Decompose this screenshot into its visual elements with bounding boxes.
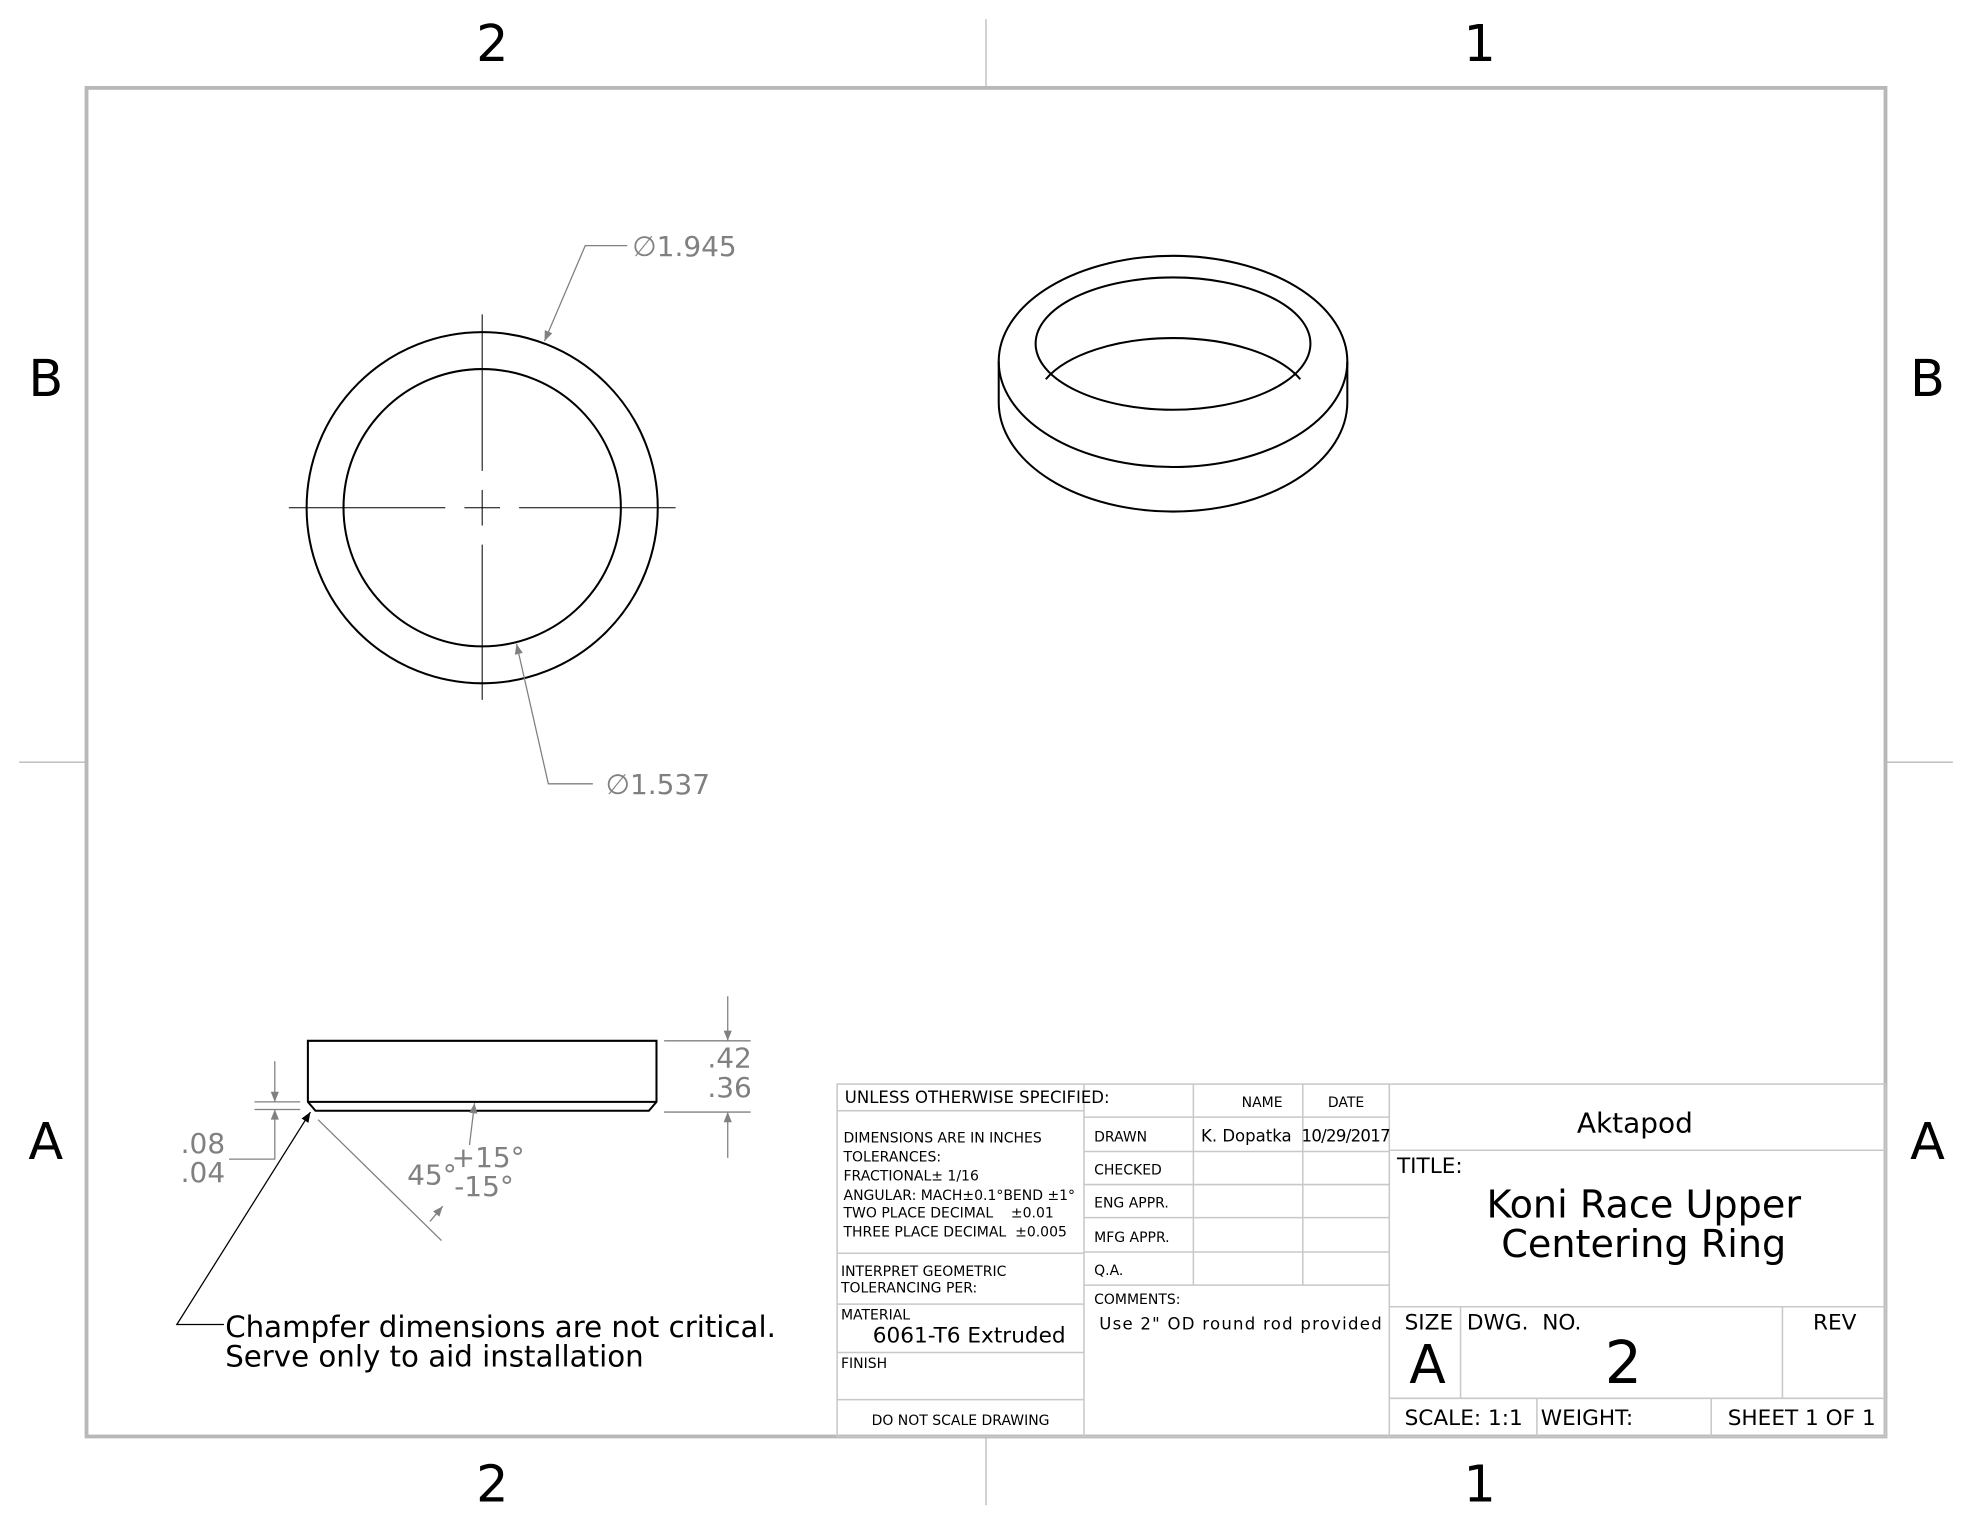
drawn-label: DRAWN: [1094, 1129, 1147, 1145]
note-line-2: Serve only to aid installation: [225, 1340, 643, 1374]
chamfer-angle-dim: 45°: [407, 1159, 457, 1192]
title-block: UNLESS OTHERWISE SPECIFIED: DIMENSIONS A…: [836, 1083, 1887, 1438]
top-view: ∅1.945 ∅1.537: [288, 230, 737, 801]
checked-label: CHECKED: [1094, 1162, 1162, 1178]
unless-specified-label: UNLESS OTHERWISE SPECIFIED:: [845, 1088, 1110, 1107]
angle-tol-minus: -15°: [454, 1170, 514, 1203]
zone-col-2-top: 2: [476, 15, 508, 74]
mfg-appr-label: MFG APPR.: [1094, 1230, 1170, 1246]
zone-row-b-left: B: [28, 350, 63, 409]
tolerance-line: THREE PLACE DECIMAL ±0.005: [843, 1225, 1067, 1241]
interpret-label: TOLERANCING PER:: [840, 1281, 977, 1297]
title-label: TITLE:: [1396, 1154, 1463, 1179]
zone-col-1-bottom: 1: [1463, 1455, 1495, 1514]
size-value: A: [1409, 1333, 1446, 1396]
angle-tol-plus: +15°: [452, 1141, 525, 1174]
side-view: .42 .36 .08 .04 45° +15° -15° Champfer d…: [175, 996, 776, 1374]
note-line-1: Champfer dimensions are not critical.: [225, 1310, 776, 1344]
scale-value: SCALE: 1:1: [1405, 1406, 1523, 1431]
eng-appr-label: ENG APPR.: [1094, 1195, 1169, 1211]
sheet-value: SHEET 1 OF 1: [1728, 1406, 1876, 1431]
rev-label: REV: [1813, 1311, 1857, 1336]
dwg-no-label: DWG. NO.: [1467, 1311, 1582, 1336]
do-not-scale: DO NOT SCALE DRAWING: [872, 1413, 1050, 1429]
zone-col-2-bottom: 2: [476, 1455, 508, 1514]
date-header: DATE: [1328, 1095, 1364, 1111]
interpret-label: INTERPRET GEOMETRIC: [841, 1264, 1006, 1280]
material-value: 6061-T6 Extruded: [873, 1323, 1066, 1348]
drawn-date: 10/29/2017: [1302, 1126, 1391, 1145]
zone-col-1-top: 1: [1463, 15, 1495, 74]
drawn-name: K. Dopatka: [1201, 1126, 1292, 1145]
tolerance-line: ANGULAR: MACH±0.1°BEND ±1°: [844, 1188, 1076, 1204]
tolerance-line: FRACTIONAL± 1/16: [844, 1169, 979, 1185]
dwg-no-value: 2: [1605, 1329, 1642, 1397]
inner-diameter-dim: ∅1.537: [606, 768, 710, 801]
material-label: MATERIAL: [841, 1307, 910, 1323]
comments-label: COMMENTS:: [1094, 1292, 1180, 1308]
outer-diameter-dim: ∅1.945: [632, 230, 736, 263]
weight-label: WEIGHT:: [1541, 1406, 1634, 1431]
drawing-title-line-2: Centering Ring: [1501, 1222, 1786, 1266]
tolerance-line: TWO PLACE DECIMAL ±0.01: [843, 1206, 1054, 1222]
isometric-view: [997, 254, 1349, 513]
zone-ticks: [19, 19, 1953, 1506]
zone-row-a-right: A: [1910, 1113, 1945, 1172]
qa-label: Q.A.: [1094, 1263, 1123, 1279]
tolerance-line: TOLERANCES:: [843, 1150, 942, 1166]
drawing-title-line-1: Koni Race Upper: [1486, 1183, 1801, 1227]
name-header: NAME: [1242, 1095, 1283, 1111]
height-min-dim: .36: [707, 1071, 751, 1104]
tolerance-line: DIMENSIONS ARE IN INCHES: [844, 1131, 1042, 1147]
finish-label: FINISH: [841, 1356, 887, 1372]
comments-value: Use 2" OD round rod provided: [1099, 1315, 1381, 1334]
chamfer-max-dim: .08: [181, 1127, 225, 1160]
chamfer-min-dim: .04: [181, 1156, 225, 1189]
company-name: Aktapod: [1577, 1106, 1693, 1139]
height-max-dim: .42: [707, 1042, 751, 1075]
zone-row-a-left: A: [28, 1113, 63, 1172]
size-label: SIZE: [1405, 1311, 1454, 1336]
zone-row-b-right: B: [1910, 350, 1945, 409]
